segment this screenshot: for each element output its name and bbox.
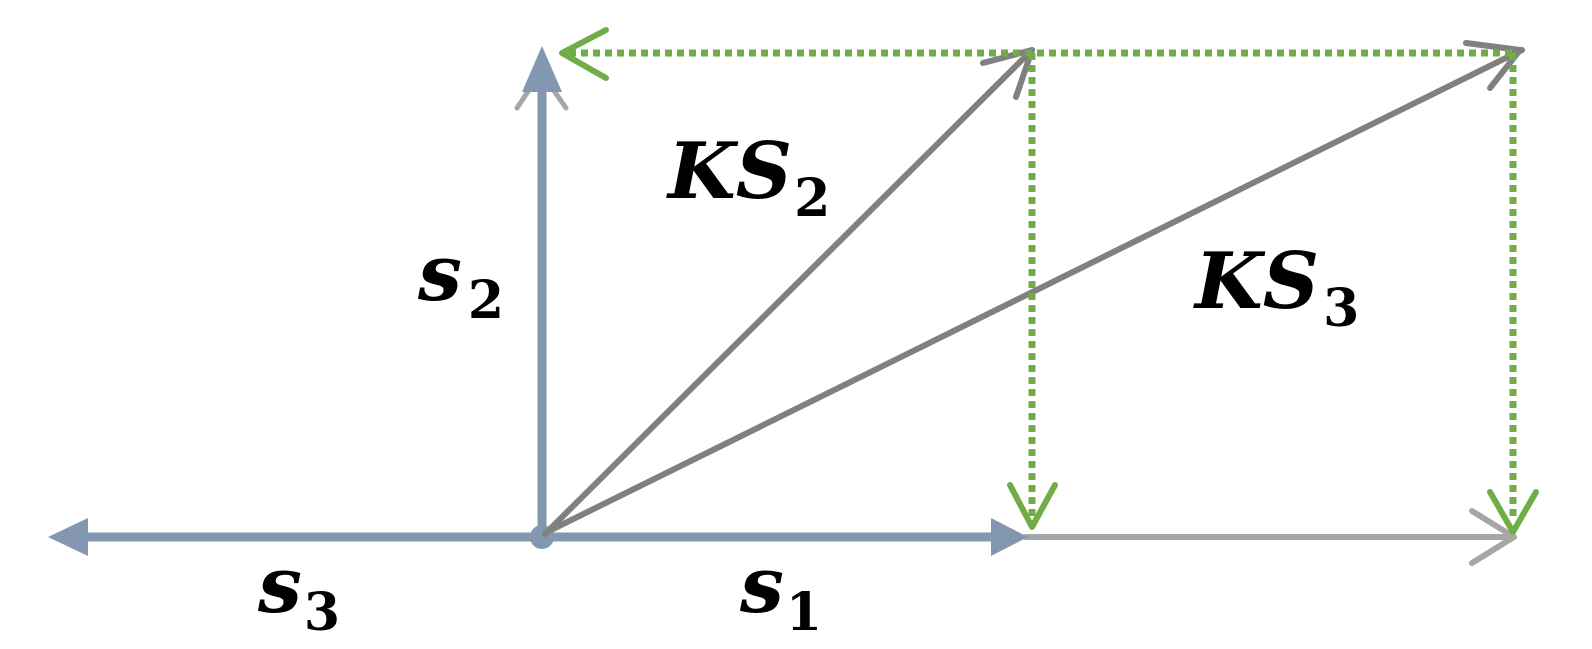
ks3-vector-arrow: [544, 40, 1525, 535]
projection-ks3-vertical: [1487, 53, 1539, 535]
projection-horizontal: [559, 27, 1512, 81]
s1-extension-arrow: [1022, 508, 1517, 566]
projection-ks2-vertical: [1007, 53, 1058, 530]
s2-axis-arrow: [514, 46, 569, 537]
s1-axis-arrow: [542, 518, 1028, 556]
label-ks2: KS2: [666, 126, 830, 229]
label-s1: s1: [739, 540, 822, 643]
s3-axis-arrow: [48, 518, 542, 556]
label-ks3: KS3: [1193, 236, 1359, 339]
ks2-vector-arrow: [542, 47, 1035, 537]
label-s3: s3: [257, 540, 340, 643]
